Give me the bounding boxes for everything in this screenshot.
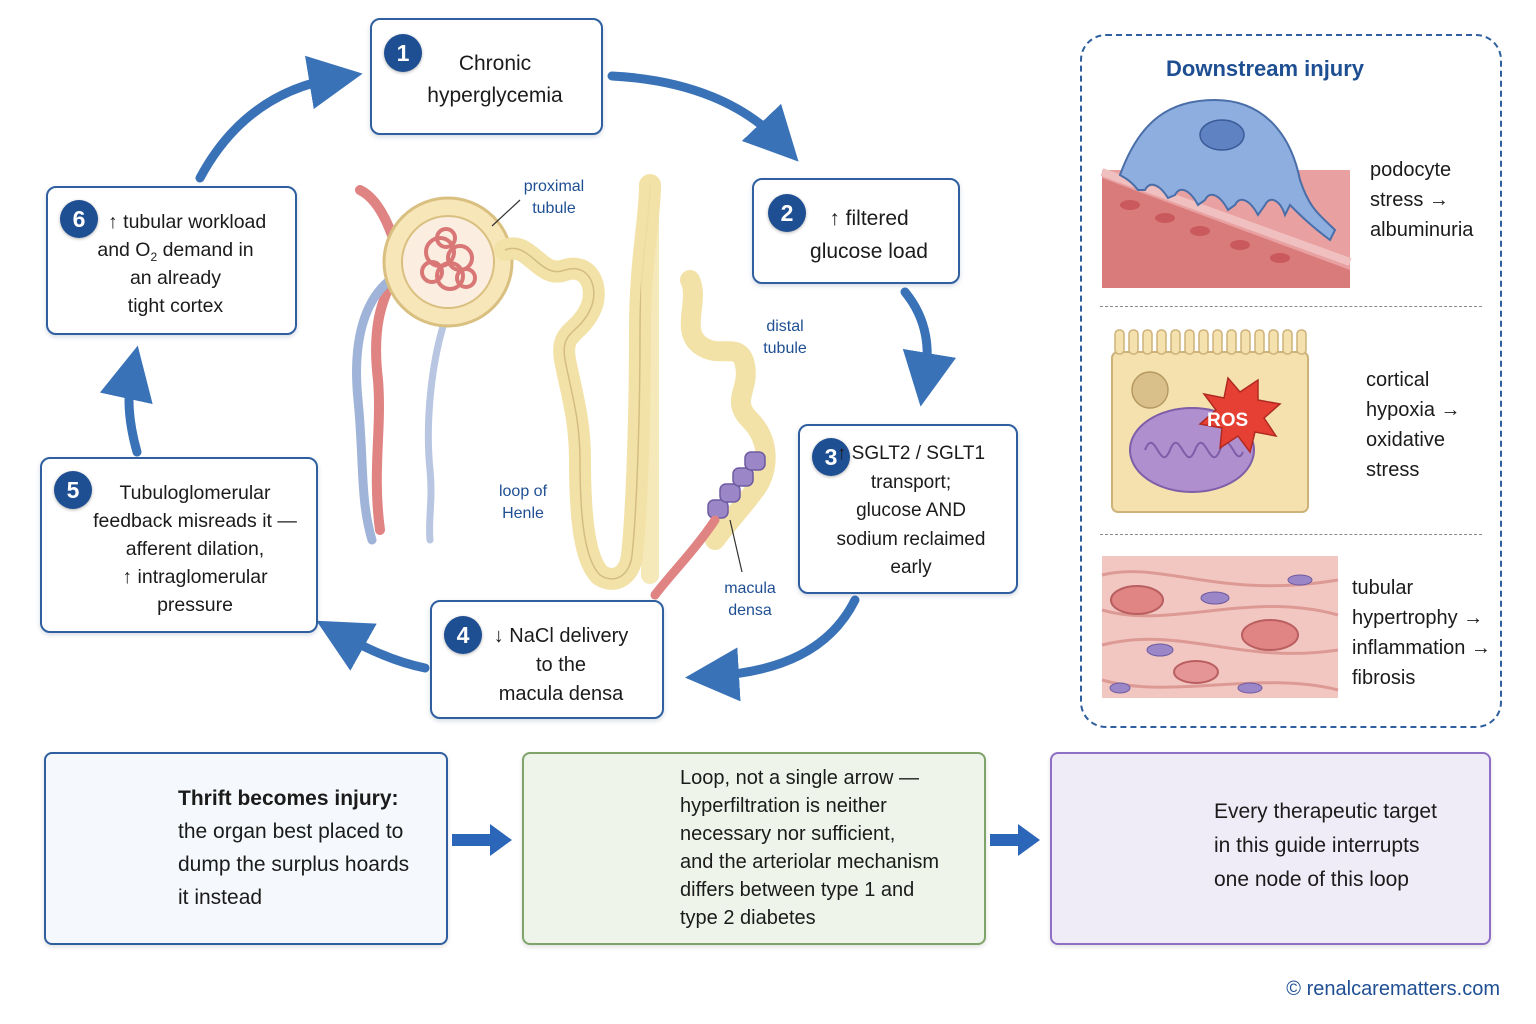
step-5-text: Tubuloglomerular feedback misreads it — … xyxy=(93,482,297,616)
step-5-box: 5 Tubuloglomerular feedback misreads it … xyxy=(40,457,318,633)
step-2-box: 2 ↑ filtered glucose load xyxy=(752,178,960,284)
arrow-2-to-3 xyxy=(900,287,957,407)
step-4-badge: 4 xyxy=(444,616,482,654)
panel-divider-2 xyxy=(1100,534,1482,535)
loop-text: Loop, not a single arrow — hyperfiltrati… xyxy=(680,767,940,929)
step-3-box: 3 ↑ SGLT2 / SGLT1 transport; glucose AND… xyxy=(798,424,1018,594)
label-macula-densa: macula densa xyxy=(724,580,776,619)
downstream-item-fibrosis: tubular hypertrophy → inflammation → fib… xyxy=(1352,577,1491,689)
bottom-arrows xyxy=(452,824,1040,856)
label-loop-of-henle: loop of Henle xyxy=(498,483,548,522)
step-1-text: Chronic hyperglycemia xyxy=(427,52,563,107)
downstream-title: Downstream injury xyxy=(1166,56,1365,81)
thrift-text: the organ best placed to dump the surplu… xyxy=(178,820,410,909)
step-1-box: 1 Chronic hyperglycemia xyxy=(370,18,603,135)
credit-link[interactable]: © renalcarematters.com xyxy=(1286,978,1500,1000)
step-1-badge: 1 xyxy=(384,34,422,72)
step-3-text: ↑ SGLT2 / SGLT1 transport; glucose AND s… xyxy=(836,443,986,578)
step-4-box: 4 ↓ NaCl delivery to the macula densa xyxy=(430,600,664,719)
arrow-3-to-4 xyxy=(685,595,860,702)
step-5-badge: 5 xyxy=(54,471,92,509)
downstream-panel xyxy=(1080,34,1502,728)
thrift-heading: Thrift becomes injury: xyxy=(178,787,399,810)
step-3-badge: 3 xyxy=(812,438,850,476)
panel-divider-1 xyxy=(1100,306,1482,307)
step-6-line-2: and O2 demand in xyxy=(97,239,254,264)
bottom-arrow-2 xyxy=(990,824,1040,856)
label-distal-tubule: distal tubule xyxy=(763,318,807,357)
step-2-text: ↑ filtered glucose load xyxy=(810,207,928,263)
step-6-box: 6 ↑ tubular workload and O2 demand in an… xyxy=(46,186,297,335)
target-text: Every therapeutic target in this guide i… xyxy=(1214,800,1437,891)
arrow-4-to-5 xyxy=(316,620,430,673)
podocyte-illustration xyxy=(1100,98,1352,288)
step-6-line-1: ↑ tubular workload xyxy=(108,211,267,233)
step-6-line-3: an already tight cortex xyxy=(127,267,224,317)
downstream-item-hypoxia: cortical hypoxia → oxidative stress xyxy=(1366,369,1461,481)
bottom-arrow-1 xyxy=(452,824,512,856)
loop-box xyxy=(522,752,986,945)
fibrosis-illustration xyxy=(1101,556,1339,698)
step-2-badge: 2 xyxy=(768,194,806,232)
tubular-cell-illustration xyxy=(1111,329,1309,513)
cycle-arrows xyxy=(99,55,957,702)
ros-badge: ROS xyxy=(1207,410,1249,431)
step-6-badge: 6 xyxy=(60,200,98,238)
arrow-1-to-2 xyxy=(607,71,799,162)
nephron-illustration xyxy=(352,174,776,600)
arrow-5-to-6 xyxy=(99,345,153,457)
thrift-box xyxy=(44,752,448,945)
target-box xyxy=(1050,752,1491,945)
downstream-item-podocyte: podocyte stress → albuminuria xyxy=(1370,159,1474,241)
arrow-6-to-1 xyxy=(195,55,363,183)
step-4-text: ↓ NaCl delivery to the macula densa xyxy=(493,625,629,705)
label-proximal-tubule: proximal tubule xyxy=(523,178,585,217)
